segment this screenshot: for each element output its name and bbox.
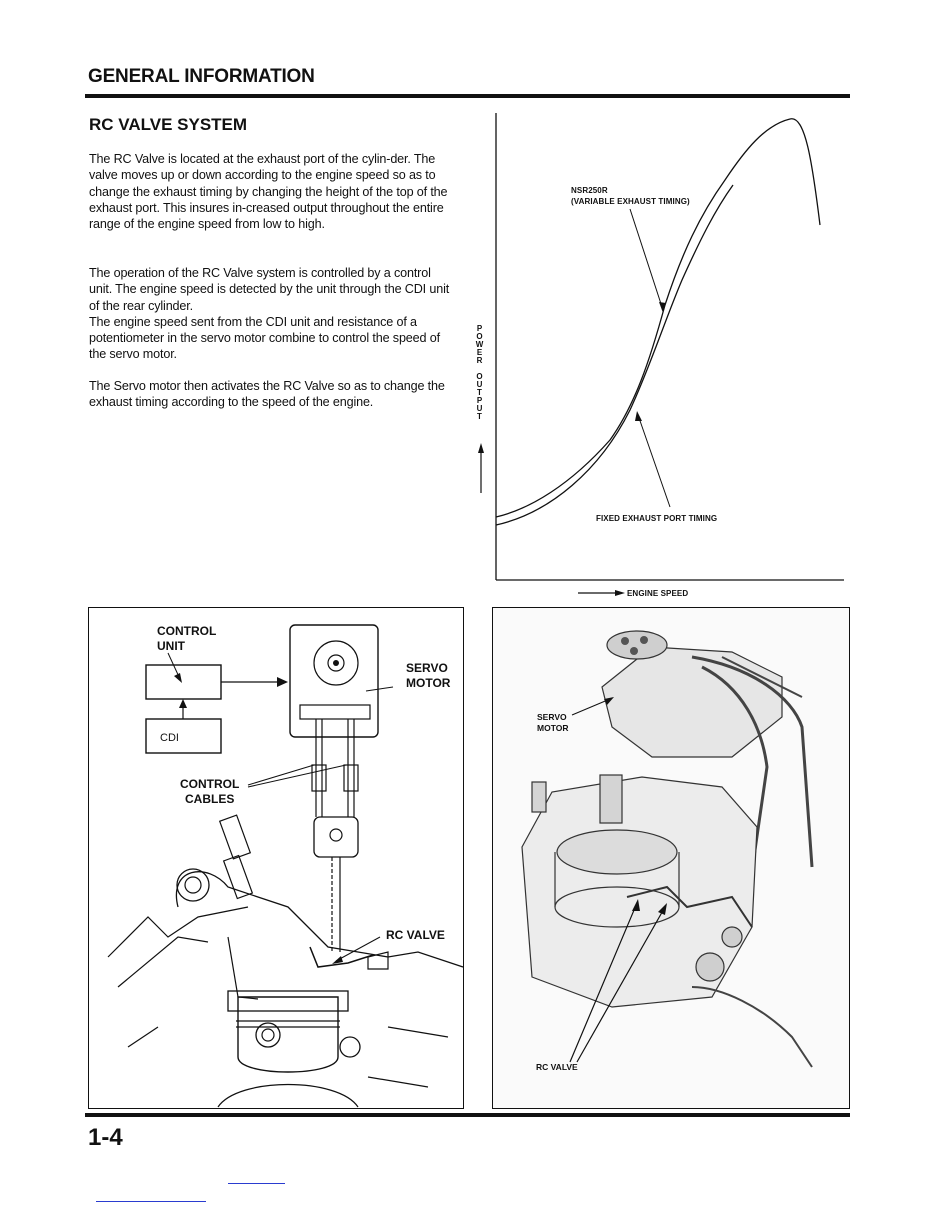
photo-label-rc-valve: RC VALVE <box>536 1062 578 1072</box>
link-underline-1[interactable] <box>228 1183 285 1184</box>
paragraph-operation-b: The engine speed sent from the CDI unit … <box>89 314 440 362</box>
x-axis-label: ENGINE SPEED <box>627 589 689 598</box>
rc-valve-photo <box>492 607 850 1109</box>
y-axis-label: POWER OUTPUT <box>475 324 484 420</box>
curve-fixed-exhaust <box>495 184 734 526</box>
paragraph-operation-a: The operation of the RC Valve system is … <box>89 266 450 313</box>
control-unit-box <box>145 664 222 700</box>
paragraph-servo: The Servo motor then activates the RC Va… <box>89 379 445 410</box>
page-header: GENERAL INFORMATION <box>88 66 315 87</box>
power-output-chart <box>478 113 844 596</box>
curve-label-variable: (VARIABLE EXHAUST TIMING) <box>571 197 690 206</box>
paragraph-location: The RC Valve is located at the exhaust p… <box>89 152 448 232</box>
servo-motor-block <box>289 624 379 738</box>
label-rc-valve: RC VALVE <box>386 928 445 942</box>
header-rule <box>85 94 850 98</box>
leader-variable <box>629 208 664 311</box>
x-arrow-head <box>615 590 625 596</box>
page-number: 1-4 <box>88 1124 123 1151</box>
y-arrow-head <box>478 443 484 453</box>
curve-label-model: NSR250R <box>571 186 608 195</box>
rc-valve-schematic <box>88 607 464 1109</box>
leader-fixed <box>637 414 671 508</box>
paragraph-operation: The operation of the RC Valve system is … <box>89 265 457 363</box>
piston-shape <box>237 996 339 1073</box>
label-cdi: CDI <box>160 732 179 744</box>
curve-label-fixed: FIXED EXHAUST PORT TIMING <box>596 514 718 523</box>
servo-unit-shape <box>601 646 783 758</box>
section-title: RC VALVE SYSTEM <box>89 115 248 134</box>
footer-rule <box>85 1113 850 1117</box>
cdi-box <box>145 718 222 754</box>
curve-variable-exhaust <box>495 118 821 518</box>
link-underline-2[interactable] <box>96 1201 206 1202</box>
schematic-frame <box>88 607 464 1109</box>
